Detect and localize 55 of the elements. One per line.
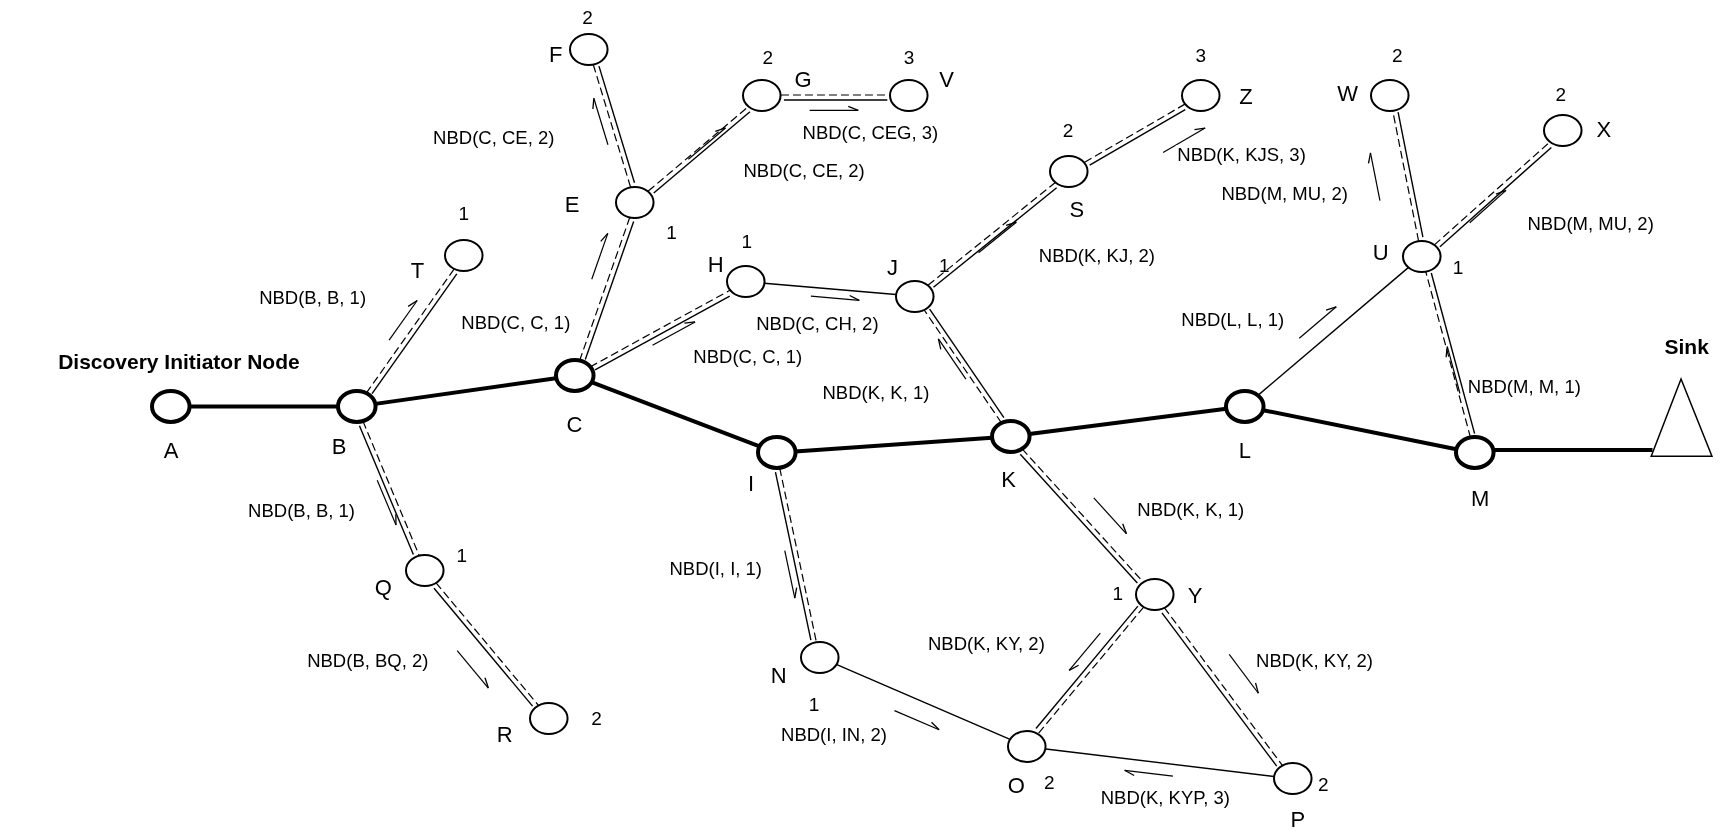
hop-count: 1 bbox=[458, 203, 470, 223]
hop-count: 2 bbox=[1318, 774, 1329, 794]
edge-label: NBD(C, CE, 2) bbox=[431, 128, 557, 148]
node-label: Y bbox=[1187, 585, 1203, 608]
edge-label: NBD(B, B, 1) bbox=[246, 501, 357, 522]
node-caption: Discovery Initiator Node bbox=[58, 350, 300, 372]
thick-link-line bbox=[190, 404, 338, 409]
node-label: X bbox=[1596, 119, 1612, 142]
hop-count: 2 bbox=[591, 708, 602, 728]
node-label: F bbox=[548, 44, 563, 67]
hop-count: 2 bbox=[1062, 120, 1074, 140]
node-label: W bbox=[1337, 82, 1358, 105]
node-label: P bbox=[1290, 808, 1306, 831]
node-label: L bbox=[1238, 439, 1251, 462]
hop-count: 3 bbox=[1195, 45, 1206, 65]
node-label: T bbox=[410, 259, 425, 282]
edge-label: NBD(K, KJS, 3) bbox=[1175, 144, 1308, 165]
node-label: R bbox=[496, 723, 513, 746]
node-label: E bbox=[564, 194, 580, 217]
hop-count: 1 bbox=[939, 255, 950, 275]
thick-link-line bbox=[795, 435, 993, 454]
node-label: Q bbox=[374, 576, 392, 599]
node-label: Sink bbox=[1664, 335, 1709, 357]
hop-count: 1 bbox=[1452, 257, 1464, 277]
node-label: Z bbox=[1239, 86, 1253, 109]
node-label: A bbox=[163, 439, 179, 462]
link-line bbox=[763, 282, 897, 296]
node-label: M bbox=[1471, 488, 1490, 511]
node-label: I bbox=[748, 472, 755, 495]
hop-count: 2 bbox=[1392, 45, 1403, 65]
hop-count: 1 bbox=[808, 694, 820, 714]
hop-count: 1 bbox=[456, 545, 467, 564]
node-label: U bbox=[1372, 241, 1389, 264]
hop-count: 2 bbox=[762, 47, 773, 67]
hop-count: 1 bbox=[666, 222, 677, 242]
node-label: N bbox=[770, 665, 787, 687]
node-label: J bbox=[887, 257, 898, 280]
node-label: K bbox=[1001, 469, 1016, 492]
hop-count: 1 bbox=[741, 231, 752, 251]
link-line bbox=[835, 663, 1012, 741]
node-label: S bbox=[1069, 198, 1085, 221]
dashed-trace-line bbox=[1084, 103, 1186, 163]
link-line bbox=[1257, 266, 1410, 397]
node-label: V bbox=[939, 68, 954, 91]
hop-count: 2 bbox=[1044, 772, 1055, 792]
node-label: O bbox=[1007, 775, 1025, 798]
node-label: H bbox=[707, 254, 724, 277]
hop-count: 1 bbox=[1112, 583, 1124, 603]
dashed-trace-line bbox=[592, 64, 632, 188]
node-label: G bbox=[794, 68, 812, 91]
node-label: C bbox=[566, 414, 583, 437]
hop-count: 2 bbox=[1555, 84, 1567, 104]
hop-count: 3 bbox=[903, 47, 915, 67]
node-label: B bbox=[331, 436, 347, 459]
hop-count: 2 bbox=[582, 7, 593, 27]
